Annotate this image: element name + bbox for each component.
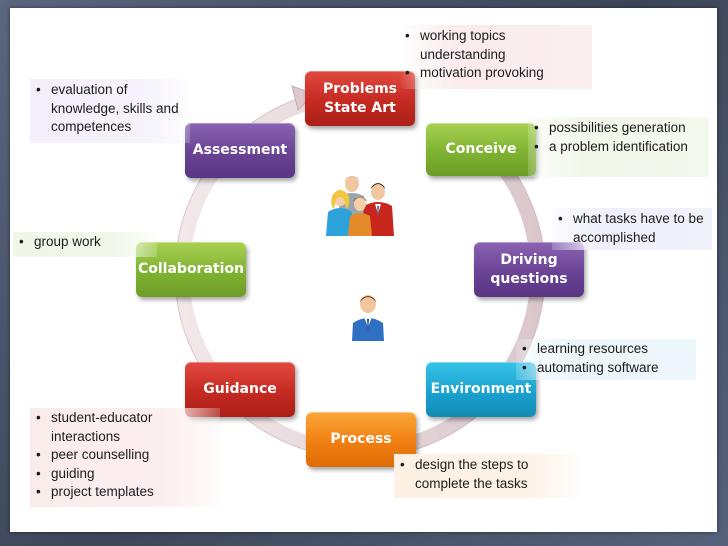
group-of-people-icon — [326, 176, 394, 236]
stage-guidance[interactable]: Guidance — [185, 362, 295, 417]
note-item: student-educator interactions — [30, 409, 220, 446]
note-assessment: evaluation of knowledge, skills and comp… — [30, 79, 190, 143]
note-item: project templates — [30, 483, 220, 502]
note-guidance: student-educator interactions peer couns… — [30, 408, 220, 507]
note-item: a problem identification — [528, 138, 709, 157]
note-driving-questions: what tasks have to be accomplished — [552, 208, 712, 250]
note-item: automating software — [516, 359, 696, 378]
note-item: peer counselling — [30, 446, 220, 465]
note-conceive: possibilities generation a problem ident… — [528, 117, 709, 177]
stage-driving-questions[interactable]: Driving questions — [474, 242, 584, 297]
note-problems: working topics understanding motivation … — [399, 25, 592, 89]
note-process: design the steps to complete the tasks — [394, 454, 580, 498]
note-item: guiding — [30, 465, 220, 484]
note-item: design the steps to complete the tasks — [394, 456, 580, 493]
note-item: motivation provoking — [399, 64, 592, 83]
stage-assessment[interactable]: Assessment — [185, 123, 295, 178]
note-item: evaluation of knowledge, skills and comp… — [30, 81, 190, 137]
note-item: learning resources — [516, 340, 696, 359]
note-item: what tasks have to be accomplished — [552, 210, 712, 247]
note-item: possibilities generation — [528, 119, 709, 138]
note-item: working topics understanding — [399, 27, 592, 64]
note-item: group work — [13, 233, 157, 252]
stage-problems-state-art[interactable]: Problems State Art — [305, 71, 415, 126]
note-collaboration: group work — [13, 232, 157, 257]
stage-conceive[interactable]: Conceive — [426, 123, 536, 176]
single-person-icon — [352, 295, 384, 341]
note-environment: learning resources automating software — [516, 339, 696, 380]
slide: Problems State Art Conceive Driving ques… — [10, 8, 717, 532]
